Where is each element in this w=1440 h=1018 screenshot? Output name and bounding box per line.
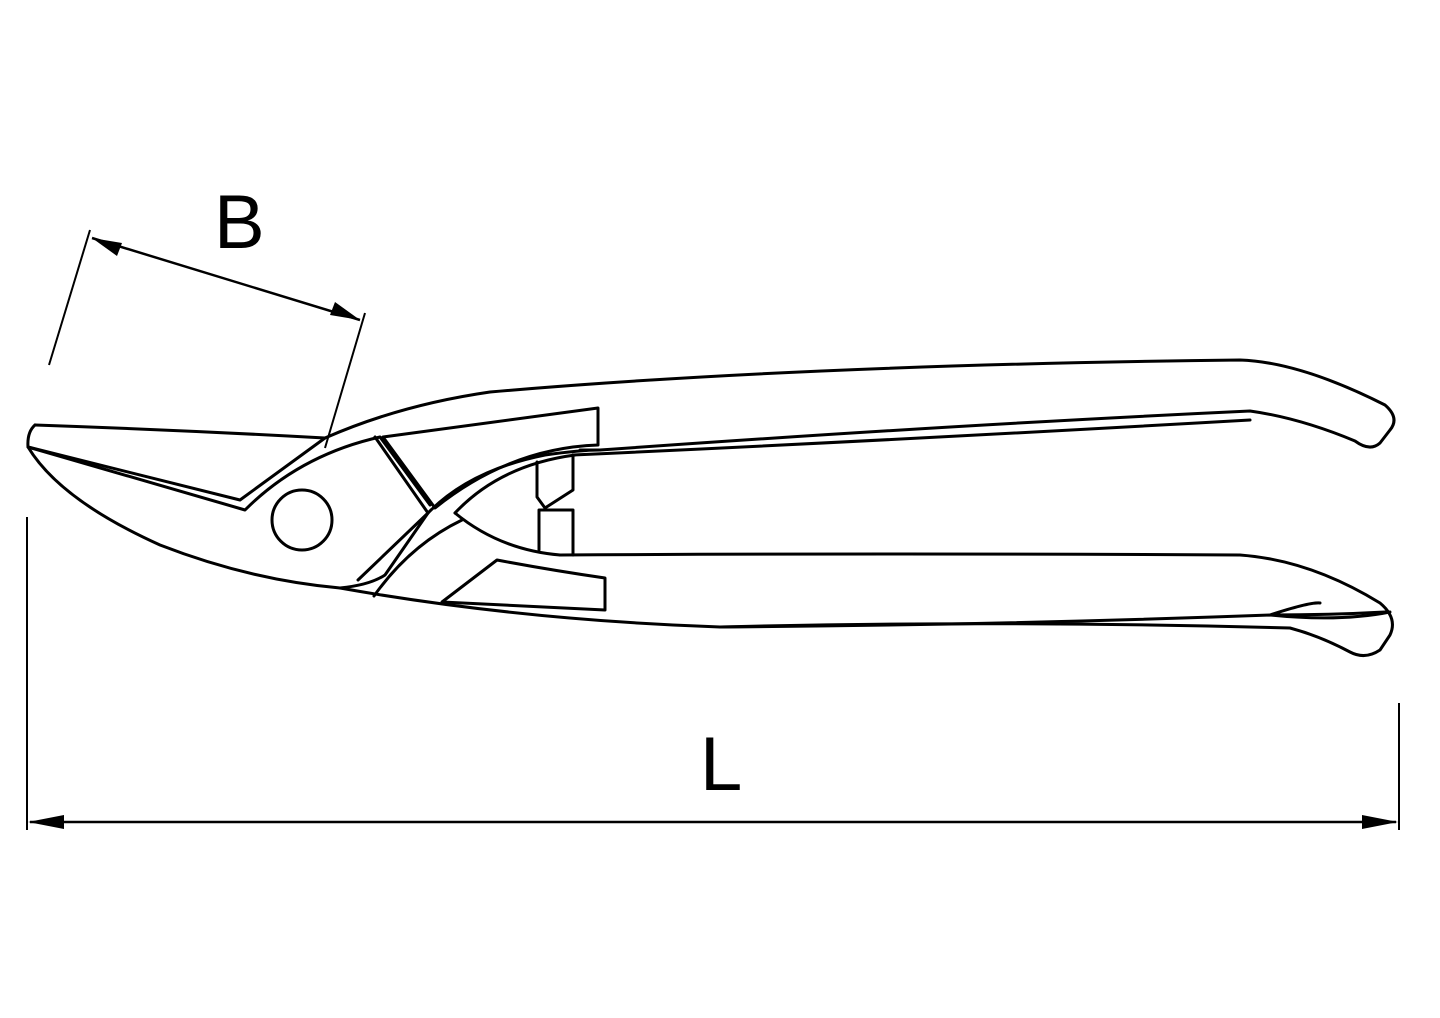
dimension-l-arrow-right-icon [1362, 815, 1398, 829]
upper-handle-inner [571, 418, 1252, 457]
dimension-l-arrow-left-icon [28, 815, 64, 829]
cross-arm-curve-b [453, 453, 577, 515]
dimension-b-extension-right [324, 312, 366, 449]
dimension-b: B [48, 180, 366, 449]
lower-window [440, 558, 607, 612]
lower-strap-a [356, 511, 430, 582]
lower-handle-tip [1268, 601, 1387, 617]
stop-block-lower [537, 508, 575, 557]
tin-snips-drawing [26, 358, 1396, 657]
lower-inner-curve [453, 511, 562, 557]
upper-outer-contour [33, 358, 1396, 452]
lower-strap-curve [338, 511, 430, 590]
lower-blade-edge [26, 435, 432, 512]
dimension-b-extension-left [48, 229, 91, 366]
lower-handle-outer [558, 552, 1394, 657]
dimension-l: L [26, 517, 1400, 830]
stop-block-upper [535, 453, 575, 510]
dimension-l-label: L [700, 722, 742, 807]
lower-outer-contour [26, 445, 1392, 629]
dimension-b-line [91, 236, 361, 322]
pivot-rivet [270, 488, 334, 552]
dimension-b-arrow-right-icon [330, 302, 360, 320]
cross-arm-upper [373, 435, 430, 515]
lower-strap-b [372, 518, 464, 598]
dimension-b-label: B [214, 180, 265, 265]
cross-arm-curve-a [426, 448, 602, 515]
dimension-b-arrow-left-icon [92, 238, 122, 256]
